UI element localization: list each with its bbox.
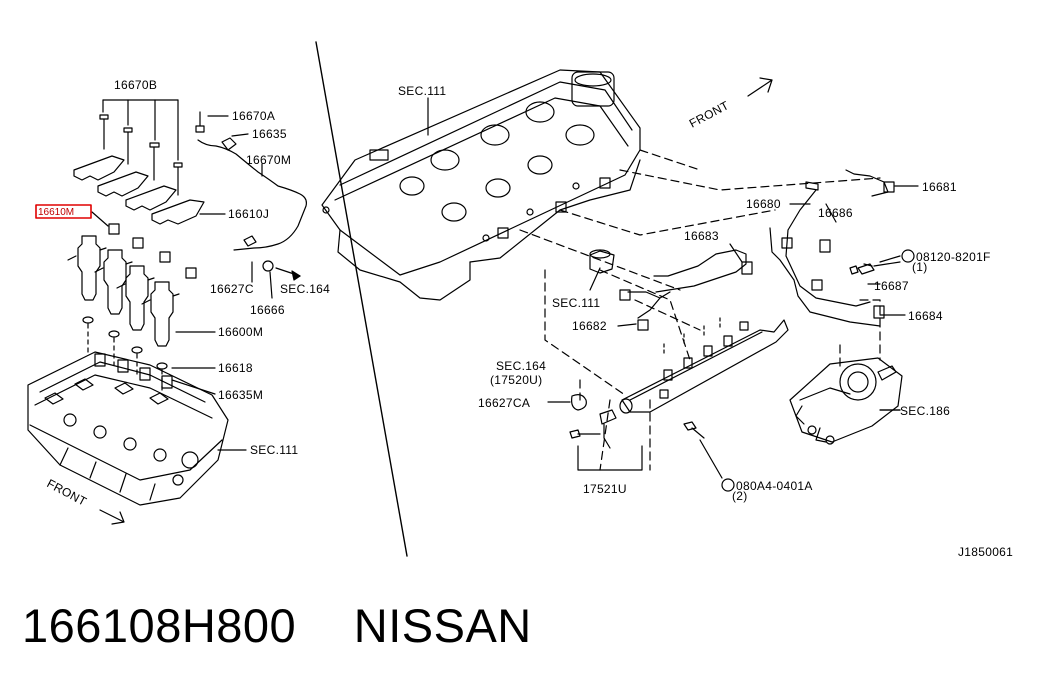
label-sec186: SEC.186 bbox=[900, 404, 950, 418]
label-16666: 16666 bbox=[250, 303, 285, 317]
label-sec111-c: SEC.111 bbox=[552, 296, 600, 310]
label-16683: 16683 bbox=[684, 229, 719, 243]
diagram-labels: 16670B 16670A 16635 16670M 16610M 16610J… bbox=[38, 78, 1013, 559]
brand-name: NISSAN bbox=[353, 599, 532, 652]
label-sec111-b: SEC.111 bbox=[398, 84, 446, 98]
label-16670B: 16670B bbox=[114, 78, 157, 92]
bolt-marker-1 bbox=[901, 249, 915, 263]
part-number: 166108H800 bbox=[22, 599, 297, 652]
label-bolt-08120: 08120-8201F bbox=[916, 250, 991, 264]
bolt-set-16670B bbox=[99, 99, 183, 196]
label-front-right: FRONT bbox=[687, 98, 732, 131]
front-arrow-left bbox=[99, 509, 125, 525]
label-17520u: (17520U) bbox=[490, 373, 542, 387]
label-16600M: 16600M bbox=[218, 325, 263, 339]
harness-16670M bbox=[195, 111, 307, 281]
fuel-pump bbox=[789, 357, 903, 445]
leader-lines-right bbox=[427, 97, 919, 411]
label-16670M: 16670M bbox=[246, 153, 291, 167]
label-bolt-080A4: 080A4-0401A bbox=[736, 479, 813, 493]
common-rail bbox=[619, 317, 789, 414]
label-16681: 16681 bbox=[922, 180, 957, 194]
label-sec111-a: SEC.111 bbox=[250, 443, 298, 457]
bolt-marker-2 bbox=[721, 478, 735, 492]
highlight-box bbox=[35, 204, 92, 219]
label-16670A: 16670A bbox=[232, 109, 275, 123]
label-16635M: 16635M bbox=[218, 388, 263, 402]
parts-diagram: 16670B 16670A 16635 16670M 16610M 16610J… bbox=[27, 41, 1013, 559]
label-16610M: 16610M bbox=[38, 207, 74, 218]
label-17521U: 17521U bbox=[583, 482, 627, 496]
dashed-connections bbox=[519, 149, 881, 471]
bolts-and-clips bbox=[569, 263, 873, 479]
label-16682: 16682 bbox=[572, 319, 607, 333]
fuel-pipes bbox=[589, 169, 901, 331]
label-16610J: 16610J bbox=[228, 207, 269, 221]
label-16684: 16684 bbox=[908, 309, 943, 323]
label-sec164-a: SEC.164 bbox=[280, 282, 330, 296]
label-16635: 16635 bbox=[252, 127, 287, 141]
engine-block-right bbox=[321, 69, 641, 301]
label-16627CA: 16627CA bbox=[478, 396, 530, 410]
label-16687: 16687 bbox=[874, 279, 909, 293]
front-arrow-right bbox=[747, 77, 773, 97]
label-bolt-080A4-qty: (2) bbox=[732, 489, 748, 503]
label-bolt-08120-qty: (1) bbox=[912, 260, 928, 274]
label-front-left: FRONT bbox=[45, 476, 90, 509]
cylinder-head-left bbox=[27, 351, 229, 506]
part-caption: 166108H800 NISSAN bbox=[22, 598, 532, 662]
injectors bbox=[67, 235, 180, 393]
clamps bbox=[73, 155, 205, 279]
label-sec164-b: SEC.164 bbox=[496, 359, 546, 373]
leader-lines-left bbox=[91, 115, 273, 451]
label-16686: 16686 bbox=[818, 206, 853, 220]
diagram-reference: J1850061 bbox=[958, 545, 1013, 559]
divider-line bbox=[315, 41, 408, 557]
label-16680: 16680 bbox=[746, 197, 781, 211]
label-16627C: 16627C bbox=[210, 282, 254, 296]
label-16618: 16618 bbox=[218, 361, 253, 375]
